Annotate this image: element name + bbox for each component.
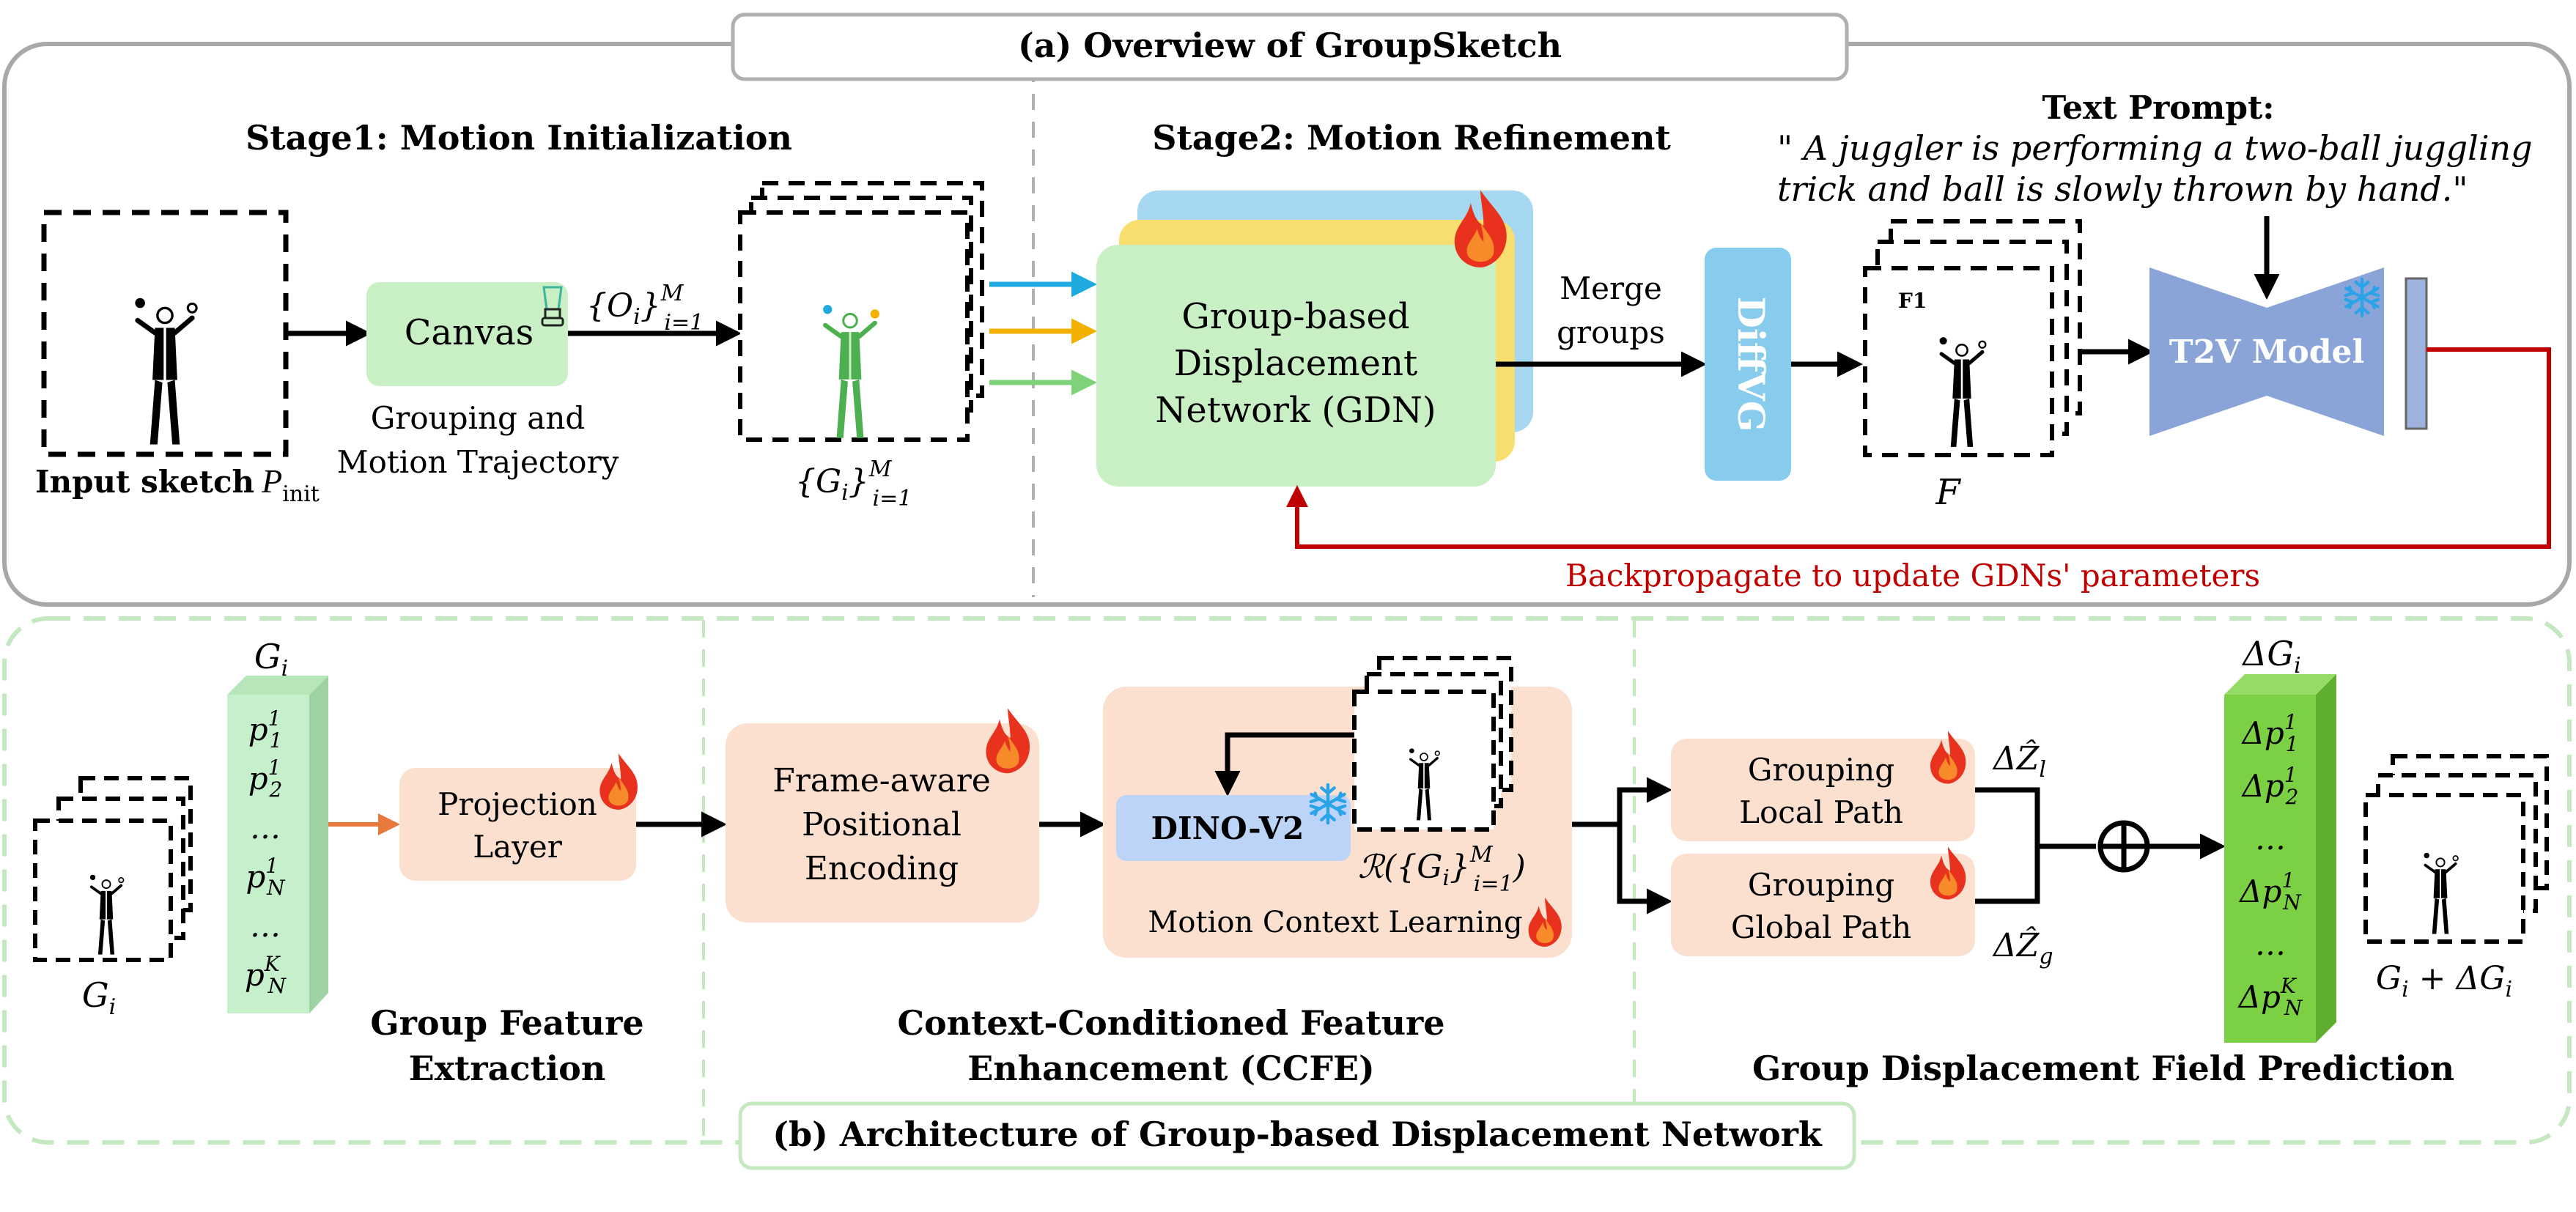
gi-column-label: Gi bbox=[254, 637, 288, 681]
grouped-sketch-stack bbox=[738, 181, 984, 442]
gi-input-label: Gi bbox=[82, 975, 116, 1020]
canvas-caption-line2: Motion Trajectory bbox=[337, 444, 619, 480]
arrow-mcl-split-global bbox=[1617, 824, 1672, 914]
backprop-label: Backpropagate to update GDNs' parameters bbox=[1565, 558, 2260, 594]
dino-box bbox=[1116, 795, 1351, 861]
text-prompt-line1: " A juggler is performing a two-ball jug… bbox=[1777, 128, 2533, 168]
delta-item-4: … bbox=[2255, 926, 2286, 962]
rendered-groups-stack bbox=[1352, 656, 1513, 832]
local-path-box bbox=[1671, 739, 1975, 841]
stage1-title: Stage1: Motion Initialization bbox=[246, 118, 792, 158]
local-line2: Local Path bbox=[1739, 794, 1903, 830]
global-path-box bbox=[1671, 854, 1975, 956]
local-line1: Grouping bbox=[1748, 752, 1894, 788]
feature-item-4: … bbox=[250, 908, 281, 944]
text-prompt-line2: trick and ball is slowly thrown by hand.… bbox=[1777, 169, 2468, 209]
fpe-line2: Positional bbox=[802, 806, 962, 843]
feature-item-2: … bbox=[250, 810, 281, 846]
panel-a-title-box bbox=[731, 12, 1849, 81]
backprop-arrow bbox=[1286, 347, 2551, 549]
projection-line1: Projection bbox=[438, 786, 597, 822]
arrow-mcl-split bbox=[1572, 777, 1672, 827]
stage2-title: Stage2: Motion Refinement bbox=[1152, 118, 1671, 158]
output-label: Gi + ΔGi bbox=[2376, 960, 2512, 1002]
t2v-model-shape bbox=[2149, 267, 2384, 436]
rendered-frame-stack bbox=[1863, 219, 2082, 457]
delta-gi-label: ΔGi bbox=[2241, 634, 2301, 679]
dz-local-label: ΔẐl bbox=[1992, 739, 2046, 783]
fpe-box bbox=[726, 723, 1039, 923]
fpe-line3: Encoding bbox=[805, 850, 959, 887]
fire-icon-fpe bbox=[986, 708, 1030, 774]
input-sketch bbox=[41, 210, 289, 457]
arrow-paths-to-sum bbox=[1975, 787, 2096, 904]
global-line1: Grouping bbox=[1748, 867, 1894, 903]
panel-b-border bbox=[2, 616, 2572, 1145]
panel-b-title: (b) Architecture of Group-based Displace… bbox=[772, 1115, 1823, 1154]
dino-label: DINO-V2 bbox=[1151, 810, 1304, 846]
delta-column bbox=[2224, 674, 2336, 1043]
group-feature-line1: Group Feature bbox=[370, 1003, 643, 1043]
canvas-box bbox=[366, 282, 568, 386]
gdn-box bbox=[1096, 245, 1496, 487]
paintbrush-icon bbox=[541, 286, 564, 327]
panel-a-title: (a) Overview of GroupSketch bbox=[1018, 26, 1562, 65]
frames-symbol: F bbox=[1935, 472, 1961, 513]
canvas-label: Canvas bbox=[405, 312, 534, 353]
global-line2: Global Path bbox=[1731, 909, 1911, 945]
fpe-line1: Frame-aware bbox=[772, 762, 991, 799]
frame-label: F1 bbox=[1898, 289, 1927, 313]
dz-global-label: ΔẐg bbox=[1992, 925, 2053, 969]
diffvg-label: DiffVG bbox=[1730, 297, 1773, 432]
text-prompt-title: Text Prompt: bbox=[2042, 89, 2274, 127]
t2v-model-label: T2V Model bbox=[2169, 333, 2364, 371]
t2v-output-bar bbox=[2405, 277, 2428, 430]
mcl-label: Motion Context Learning bbox=[1148, 906, 1522, 939]
projection-layer-box bbox=[399, 768, 636, 881]
arrow-render-to-dino bbox=[1214, 732, 1354, 797]
canvas-caption-line1: Grouping and bbox=[371, 400, 586, 436]
group-feature-line2: Extraction bbox=[409, 1049, 606, 1088]
ccfe-line2: Enhancement (CCFE) bbox=[967, 1049, 1375, 1088]
panel-b-title-box bbox=[738, 1101, 1856, 1170]
gdn-label-line2: Displacement bbox=[1174, 343, 1418, 384]
ccfe-line1: Context-Conditioned Feature bbox=[897, 1003, 1444, 1043]
projection-line2: Layer bbox=[473, 829, 563, 865]
group-feature-column bbox=[227, 676, 328, 1013]
merge-label-line1: Merge bbox=[1560, 270, 1662, 306]
juggler-sketch-icon bbox=[135, 298, 196, 445]
gdn-label-line1: Group-based bbox=[1181, 296, 1409, 337]
diffvg-box bbox=[1705, 248, 1791, 481]
merge-label-line2: groups bbox=[1557, 314, 1665, 350]
group-sketch-input bbox=[33, 776, 193, 962]
delta-item-2: … bbox=[2255, 821, 2286, 857]
fire-icon-projection bbox=[599, 753, 638, 810]
gdn-label-line3: Network (GDN) bbox=[1155, 390, 1436, 431]
gdfp-label: Group Displacement Field Prediction bbox=[1752, 1049, 2454, 1088]
group-sketch-output bbox=[2363, 754, 2549, 944]
